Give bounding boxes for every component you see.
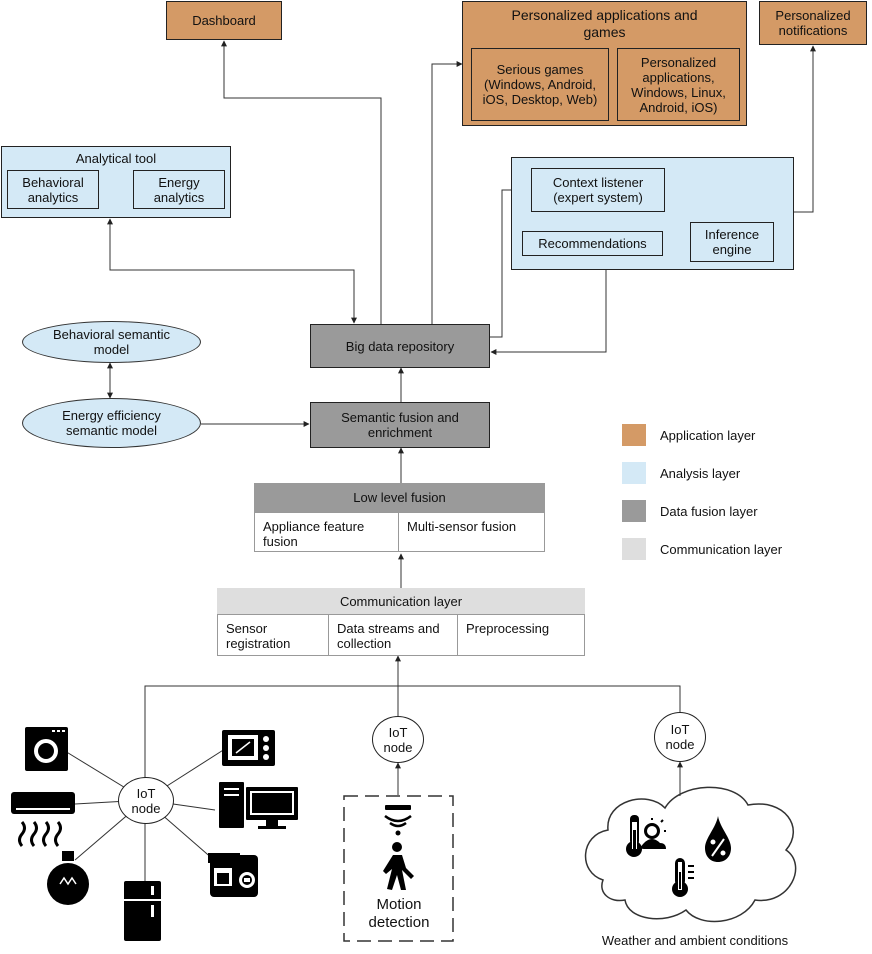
recommendations-box: Recommendations — [522, 231, 663, 256]
energy-efficiency-semantic-model-label: Energy efficiency semantic model — [62, 408, 161, 438]
semantic-fusion-label: Semantic fusion and enrichment — [341, 410, 459, 440]
multi-sensor-fusion: Multi-sensor fusion — [399, 513, 544, 551]
communication-layer-header: Communication layer — [217, 588, 585, 614]
appliance-feature-fusion: Appliance feature fusion — [255, 513, 399, 551]
legend-label-communication: Communication layer — [660, 542, 783, 557]
microwave-icon — [222, 730, 275, 766]
inference-engine-label: Inference engine — [704, 227, 760, 257]
personalized-apps-box: Personalized applications and games Seri… — [462, 1, 747, 126]
energy-analytics-label: Energy analytics — [153, 174, 205, 205]
context-listener-box: Context listener (expert system) — [531, 168, 665, 212]
serious-games-box: Serious games (Windows, Android, iOS, De… — [471, 48, 609, 121]
air-conditioner-icon — [11, 792, 75, 847]
motion-detection-label: Motion detection — [368, 896, 430, 931]
washing-machine-icon — [25, 727, 68, 771]
data-streams-collection: Data streams and collection — [329, 615, 458, 655]
iot-node-appliances-label: IoT node — [131, 785, 161, 816]
legend-swatch-data-fusion — [622, 500, 646, 522]
multi-sensor-fusion-label: Multi-sensor fusion — [407, 519, 517, 534]
sensor-registration: Sensor registration — [218, 615, 329, 655]
big-data-repository-label: Big data repository — [345, 338, 455, 354]
legend-swatch-application — [622, 424, 646, 446]
notifications-label: Personalized notifications — [775, 8, 851, 38]
sensor-registration-label: Sensor registration — [226, 621, 291, 651]
iot-node-weather: IoT node — [654, 712, 706, 762]
motion-box — [343, 795, 454, 942]
legend-swatch-analysis — [622, 462, 646, 484]
edge-recommendations-bigdata — [490, 257, 607, 355]
context-listener-label: Context listener (expert system) — [552, 175, 644, 205]
low-level-fusion-header: Low level fusion — [254, 483, 545, 512]
weather-cloud — [584, 786, 797, 923]
motion-sensor-icon — [383, 805, 414, 890]
coffee-machine-icon — [208, 853, 258, 897]
behavioral-semantic-model: Behavioral semantic model — [22, 321, 201, 363]
edge-bigdata-apps — [431, 61, 463, 325]
appliance-feature-fusion-label: Appliance feature fusion — [263, 519, 365, 549]
thermometer-icon — [672, 858, 694, 897]
low-level-fusion-cells: Appliance feature fusion Multi-sensor fu… — [254, 512, 545, 552]
inference-engine-box: Inference engine — [690, 222, 774, 262]
behavioral-semantic-model-label: Behavioral semantic model — [52, 327, 171, 357]
semantic-fusion-box: Semantic fusion and enrichment — [310, 402, 490, 448]
iot-node-motion-label: IoT node — [383, 724, 413, 755]
energy-efficiency-semantic-model: Energy efficiency semantic model — [22, 398, 201, 448]
big-data-repository-box: Big data repository — [310, 324, 490, 368]
analytical-tool-box: Analytical tool Behavioral analytics Ene… — [1, 146, 231, 218]
light-bulb-icon — [47, 851, 89, 905]
refrigerator-icon — [124, 881, 161, 941]
edge-bigdata-dashboard — [221, 40, 382, 325]
low-level-fusion-title: Low level fusion — [353, 490, 446, 505]
iot-node-weather-label: IoT node — [665, 722, 695, 752]
weather-label: Weather and ambient conditions — [601, 933, 789, 948]
analytical-tool-title: Analytical tool — [75, 151, 157, 166]
recommendations-label: Recommendations — [538, 236, 647, 251]
iot-bus — [144, 685, 681, 778]
dashboard-box: Dashboard — [166, 1, 282, 40]
iot-node-appliances: IoT node — [118, 777, 174, 824]
edge-analytics-bigdata — [107, 218, 357, 324]
preprocessing: Preprocessing — [458, 615, 584, 655]
thermometer-sun-icon — [626, 815, 666, 857]
energy-analytics-box: Energy analytics — [133, 170, 225, 209]
legend-label-analysis: Analysis layer — [660, 466, 741, 481]
communication-layer-cells: Sensor registration Data streams and col… — [217, 614, 585, 656]
communication-layer-title: Communication layer — [339, 593, 463, 609]
iot-node-motion: IoT node — [372, 716, 424, 763]
legend-label-data-fusion: Data fusion layer — [660, 504, 758, 519]
personalized-applications-label: Personalized applications, Windows, Linu… — [631, 54, 726, 115]
legend-label-application: Application layer — [660, 428, 756, 443]
humidity-icon — [705, 816, 731, 862]
behavioral-analytics-label: Behavioral analytics — [22, 174, 84, 205]
personalized-applications-box: Personalized applications, Windows, Linu… — [617, 48, 740, 121]
dashboard-label: Dashboard — [192, 13, 256, 28]
edge-expert-notifications — [794, 45, 816, 213]
computer-icon — [219, 782, 298, 829]
personalized-apps-title: Personalized applications and games — [511, 7, 698, 40]
serious-games-label: Serious games (Windows, Android, iOS, De… — [482, 62, 598, 107]
notifications-box: Personalized notifications — [759, 1, 867, 45]
legend-swatch-communication — [622, 538, 646, 560]
preprocessing-label: Preprocessing — [466, 621, 550, 636]
data-streams-collection-label: Data streams and collection — [337, 621, 440, 651]
behavioral-analytics-box: Behavioral analytics — [7, 170, 99, 209]
